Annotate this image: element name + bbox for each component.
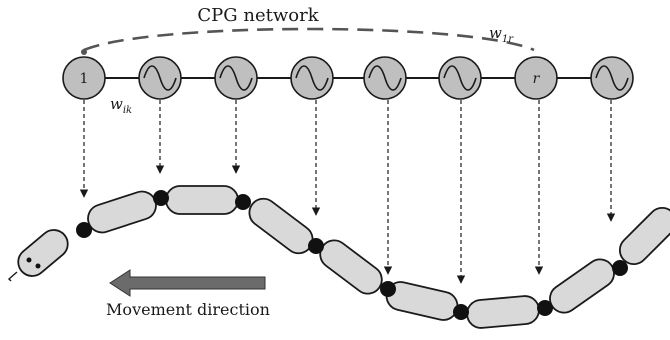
snake-robot: [7, 185, 670, 329]
sine-wave-icon: [219, 65, 253, 91]
sine-wave-icon: [368, 65, 402, 91]
svg-text:r: r: [533, 71, 541, 87]
network-title: CPG network: [197, 5, 319, 26]
snake-joint: [153, 190, 169, 206]
sine-wave-icon: [295, 65, 329, 91]
movement-arrow-icon: [109, 269, 266, 297]
oscillator-3: [214, 56, 258, 100]
weight-w1r-label: w1r: [489, 24, 514, 45]
coupling-dot: [81, 49, 87, 55]
oscillator-5: [363, 56, 407, 100]
snake-joint: [612, 260, 628, 276]
tongue-icon: [7, 271, 18, 282]
oscillator-8: [590, 56, 634, 100]
body-segment: [87, 190, 157, 234]
sine-wave-icon: [443, 65, 477, 91]
oscillator-4: [290, 56, 334, 100]
oscillator-6: [438, 56, 482, 100]
snake-joint: [308, 238, 324, 254]
oscillator-1: 1: [62, 56, 106, 100]
body-segment: [466, 295, 540, 329]
body-segment: [319, 239, 383, 295]
sine-wave-icon: [143, 65, 177, 91]
snake-joint: [537, 300, 553, 316]
coupling-dashed-link: [83, 27, 535, 52]
snake-joint: [76, 222, 92, 238]
body-segment: [549, 258, 615, 314]
body-segment: [618, 206, 670, 266]
oscillator-r: r: [514, 56, 558, 100]
oscillator-2: [138, 56, 182, 100]
snake-joint: [380, 281, 396, 297]
sine-wave-icon: [595, 65, 629, 91]
snake-joint: [453, 304, 469, 320]
svg-text:1: 1: [80, 71, 89, 87]
body-segment: [165, 185, 239, 215]
movement-direction-label: Movement direction: [106, 300, 270, 319]
weight-wik-label: wik: [110, 95, 132, 116]
body-segment: [248, 197, 314, 255]
oscillator-to-joint-arrows: [79, 100, 616, 284]
snake-joint: [235, 194, 251, 210]
snake-head: [7, 229, 69, 282]
